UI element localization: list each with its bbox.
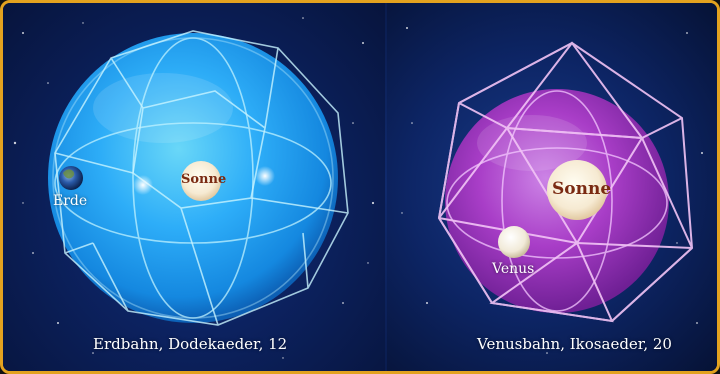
right-caption: Venusbahn, Ikosaeder, 20 — [477, 335, 672, 353]
left-caption: Erdbahn, Dodekaeder, 12 — [93, 335, 287, 353]
venus-label: Venus — [492, 261, 534, 277]
earth-label: Erde — [53, 193, 87, 209]
earth-dodecahedron-scene — [3, 3, 387, 371]
earth-dodecahedron-panel: Sonne Erde Erdbahn, Dodekaeder, 12 — [3, 3, 387, 371]
sun-label: Sonne — [552, 179, 611, 199]
venus-icosahedron-panel: Sonne Venus Venusbahn, Ikosaeder, 20 — [387, 3, 717, 371]
sun-label: Sonne — [181, 172, 226, 187]
venus-planet — [498, 226, 530, 258]
